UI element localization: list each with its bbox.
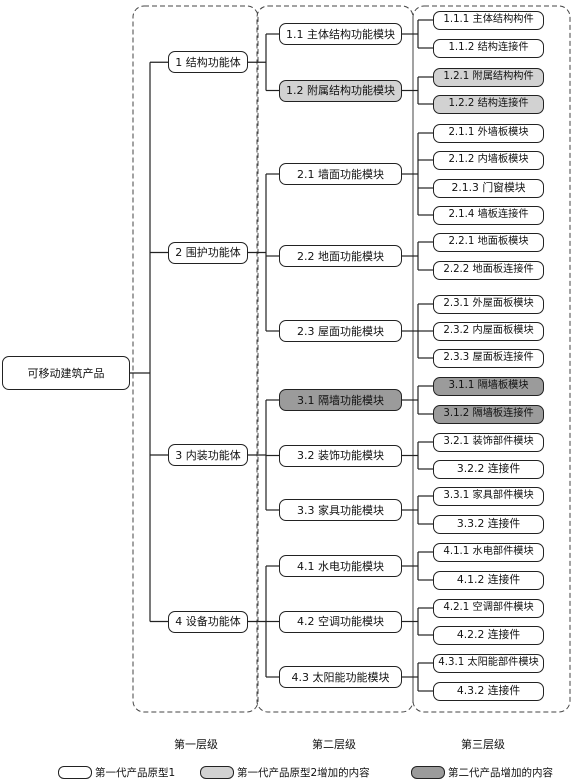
- level-3-node: 1.1.1 主体结构构件: [433, 10, 544, 30]
- node-label: 4.2.2 连接件: [456, 627, 521, 641]
- node-label: 1.1.2 结构连接件: [448, 41, 529, 53]
- level-3-node: 3.1.2 隔墙板连接件: [433, 404, 544, 424]
- level-3-node: 4.1.2 连接件: [433, 570, 544, 590]
- level-label-1: 第一层级: [174, 738, 218, 751]
- node-label: 1.2.2 结构连接件: [448, 97, 529, 109]
- level-2-node: 2.3 屋面功能模块: [279, 320, 402, 342]
- node-label: 2.1.2 内墙板模块: [448, 153, 529, 165]
- node-label: 1 结构功能体: [175, 55, 241, 69]
- root-node: 可移动建筑产品: [2, 356, 130, 390]
- level-2-node: 1.2 附属结构功能模块: [279, 79, 402, 102]
- node-label: 2.3.1 外屋面板模块: [443, 297, 534, 309]
- legend-label-light: 第一代产品原型2增加的内容: [237, 766, 370, 779]
- legend-item-dark: 第二代产品增加的内容: [411, 764, 553, 780]
- level-1-frame: [132, 5, 259, 713]
- level-2-node: 2.2 地面功能模块: [279, 245, 402, 267]
- level-1-node: 4 设备功能体: [168, 610, 248, 633]
- node-label: 4.3.2 连接件: [456, 683, 521, 697]
- node-label: 4.2 空调功能模块: [297, 615, 384, 628]
- node-label: 3 内装功能体: [175, 448, 241, 462]
- level-2-node: 4.3 太阳能功能模块: [279, 666, 402, 688]
- level-label-2: 第二层级: [312, 738, 356, 751]
- level-2-node: 1.1 主体结构功能模块: [279, 23, 402, 45]
- node-label: 2 围护功能体: [175, 246, 241, 259]
- level-3-node: 2.2.1 地面板模块: [433, 232, 544, 252]
- level-3-node: 1.1.2 结构连接件: [433, 38, 544, 58]
- level-1-node: 3 内装功能体: [168, 444, 248, 466]
- node-label: 4.1 水电功能模块: [297, 559, 384, 573]
- legend-item-light: 第一代产品原型2增加的内容: [200, 764, 370, 780]
- level-3-node: 4.1.1 水电部件模块: [433, 542, 544, 562]
- level-2-node: 3.2 装饰功能模块: [279, 444, 402, 467]
- level-3-node: 1.2.2 结构连接件: [433, 94, 544, 114]
- node-label: 4.1.2 连接件: [456, 572, 521, 586]
- level-3-node: 3.2.1 装饰部件模块: [433, 432, 544, 452]
- node-label: 3.3 家具功能模块: [297, 503, 384, 517]
- node-label: 2.3.2 内屋面板模块: [443, 324, 534, 336]
- level-3-node: 3.3.2 连接件: [433, 514, 544, 534]
- level-3-frame: [412, 5, 571, 713]
- node-label: 3.3.2 连接件: [456, 516, 521, 530]
- level-3-node: 4.2.1 空调部件模块: [433, 598, 544, 618]
- node-label: 2.3.3 屋面板连接件: [443, 351, 534, 363]
- level-2-node: 3.3 家具功能模块: [279, 499, 402, 521]
- node-label: 可移动建筑产品: [27, 366, 105, 380]
- node-label: 3.2.1 装饰部件模块: [443, 435, 534, 447]
- node-label: 2.2.2 地面板连接件: [443, 263, 534, 275]
- level-3-node: 2.1.1 外墙板模块: [433, 123, 544, 143]
- level-3-node: 4.2.2 连接件: [433, 625, 544, 645]
- node-label: 4 设备功能体: [175, 615, 241, 628]
- node-label: 1.2.1 附属结构构件: [443, 70, 534, 82]
- node-label: 2.2 地面功能模块: [297, 249, 384, 263]
- level-3-node: 3.3.1 家具部件模块: [433, 486, 544, 506]
- node-label: 4.2.1 空调部件模块: [443, 601, 534, 613]
- level-2-node: 4.1 水电功能模块: [279, 555, 402, 577]
- level-3-node: 2.1.3 门窗模块: [433, 178, 544, 198]
- level-3-node: 3.1.1 隔墙板模块: [433, 376, 544, 396]
- level-1-node: 1 结构功能体: [168, 51, 248, 74]
- node-label: 2.1 墙面功能模块: [297, 167, 384, 181]
- level-3-node: 3.2.2 连接件: [433, 459, 544, 479]
- node-label: 3.1.2 隔墙板连接件: [443, 407, 534, 419]
- node-label: 4.3.1 太阳能部件模块: [438, 656, 539, 668]
- node-label: 1.1 主体结构功能模块: [286, 27, 395, 41]
- legend-swatch-base: [58, 765, 92, 779]
- node-label: 1.2 附属结构功能模块: [286, 84, 395, 97]
- node-label: 2.3 屋面功能模块: [297, 324, 384, 338]
- level-3-node: 2.3.3 屋面板连接件: [433, 348, 544, 368]
- level-3-node: 2.3.1 外屋面板模块: [433, 294, 544, 314]
- level-2-node: 3.1 隔墙功能模块: [279, 389, 402, 411]
- level-2-frame: [256, 5, 414, 713]
- level-3-node: 4.3.1 太阳能部件模块: [433, 653, 544, 673]
- node-label: 2.1.1 外墙板模块: [448, 126, 529, 138]
- node-label: 1.1.1 主体结构构件: [443, 13, 534, 25]
- level-3-node: 4.3.2 连接件: [433, 681, 544, 701]
- node-label: 3.3.1 家具部件模块: [443, 489, 534, 501]
- level-3-node: 2.2.2 地面板连接件: [433, 260, 544, 280]
- node-label: 4.3 太阳能功能模块: [291, 670, 390, 684]
- level-2-node: 2.1 墙面功能模块: [279, 163, 402, 185]
- legend-label-base: 第一代产品原型1: [95, 766, 176, 779]
- level-3-node: 1.2.1 附属结构构件: [433, 67, 544, 87]
- legend-swatch-light: [200, 765, 234, 779]
- legend-swatch-dark: [411, 765, 445, 779]
- legend-label-dark: 第二代产品增加的内容: [448, 766, 553, 779]
- node-label: 3.2 装饰功能模块: [297, 449, 384, 462]
- legend-item-base: 第一代产品原型1: [58, 764, 175, 780]
- level-label-3: 第三层级: [461, 738, 505, 751]
- node-label: 2.1.4 墙板连接件: [448, 208, 529, 220]
- level-3-node: 2.3.2 内屋面板模块: [433, 321, 544, 341]
- node-label: 2.2.1 地面板模块: [448, 235, 529, 247]
- node-label: 3.1 隔墙功能模块: [297, 393, 384, 407]
- node-label: 4.1.1 水电部件模块: [443, 545, 534, 557]
- level-1-node: 2 围护功能体: [168, 241, 248, 264]
- level-3-node: 2.1.4 墙板连接件: [433, 205, 544, 225]
- node-label: 3.1.1 隔墙板模块: [448, 379, 529, 391]
- level-3-node: 2.1.2 内墙板模块: [433, 150, 544, 170]
- level-2-node: 4.2 空调功能模块: [279, 610, 402, 633]
- node-label: 3.2.2 连接件: [456, 461, 521, 475]
- node-label: 2.1.3 门窗模块: [451, 180, 526, 194]
